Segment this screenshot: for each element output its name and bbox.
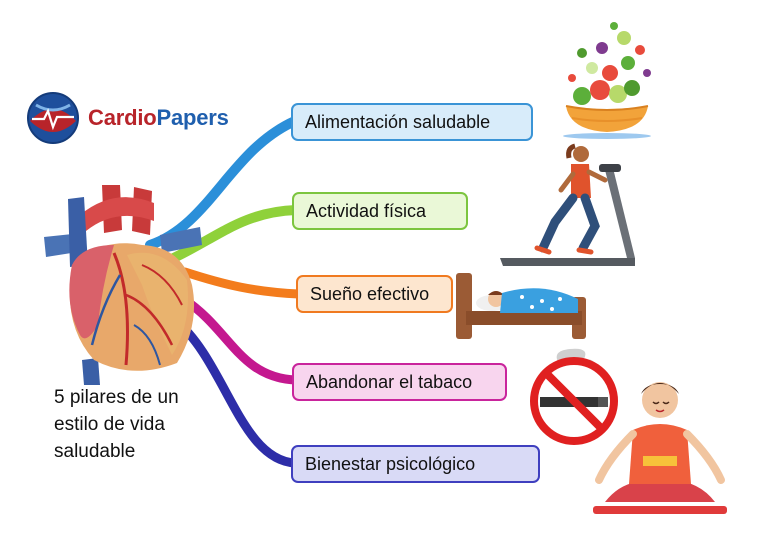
pillar-bienestar-psicologico: Bienestar psicológico (291, 445, 540, 483)
pillar-sueno-efectivo: Sueño efectivo (296, 275, 453, 313)
no-smoking-icon (530, 348, 618, 445)
pillar-alimentacion-saludable: Alimentación saludable (291, 103, 533, 141)
pillar-abandonar-tabaco: Abandonar el tabaco (292, 363, 507, 401)
pillar-actividad-fisica: Actividad física (292, 192, 468, 230)
brand-name: CardioPapers (88, 105, 229, 131)
branch-tabaco (180, 295, 301, 385)
cardiopapers-logo: CardioPapers (26, 91, 229, 151)
brand-name-cardio: Cardio (88, 105, 157, 130)
branch-sueno (180, 267, 304, 299)
heart-icon (44, 185, 202, 385)
diagram-caption: 5 pilares de un estilo de vida saludable (54, 387, 179, 462)
meditation-icon (593, 382, 727, 514)
globe-icon (27, 92, 79, 144)
sleeping-bed-icon (456, 273, 586, 339)
branch-bienestar (170, 315, 300, 468)
salad-bowl-icon (563, 22, 651, 139)
branch-actividad (160, 205, 301, 267)
brand-name-papers: Papers (156, 105, 229, 130)
treadmill-runner-icon (500, 143, 635, 266)
